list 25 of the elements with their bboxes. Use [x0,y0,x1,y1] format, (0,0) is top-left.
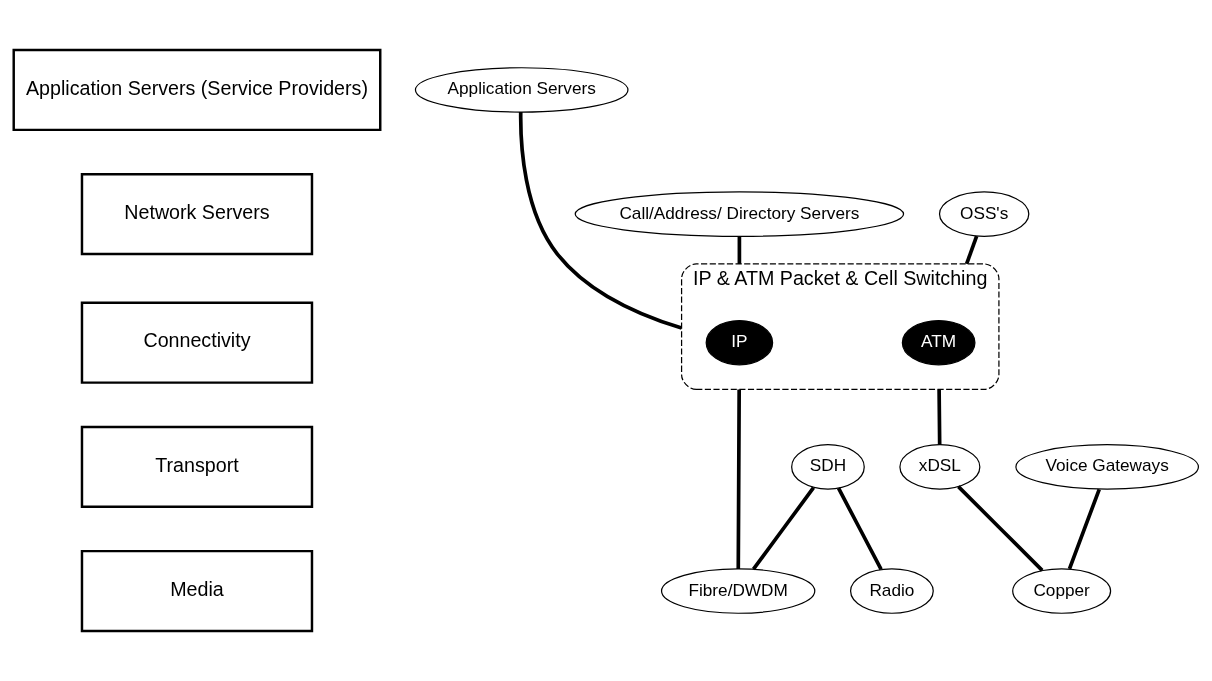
connector [751,486,815,571]
node-ellipse: Copper [1012,568,1112,614]
node-ellipse: Radio [849,568,934,614]
connector [737,236,742,264]
node-ellipse: xDSL [899,444,981,490]
node-box: Media [80,549,314,633]
node-box: Connectivity [80,301,314,384]
node-ellipse: Call/Address/ Directory Servers [574,191,905,237]
connector [964,235,979,265]
connector [937,389,942,445]
connector [1067,488,1101,570]
node-ellipse: IP [705,319,774,366]
node-ellipse: SDH [791,444,865,490]
node-ellipse: Voice Gateways [1015,444,1200,490]
connector [957,485,1044,572]
connector [836,487,883,571]
node-ellipse: OSS's [938,191,1030,237]
node-box: Transport [80,425,314,509]
node-ellipse: ATM [901,319,976,366]
connector [518,112,683,330]
node-box: Application Servers (Service Providers) [12,48,382,132]
node-box: Network Servers [80,172,314,256]
node-ellipse: Fibre/DWDM [660,568,816,614]
node-ellipse: Application Servers [414,67,629,113]
connector [736,389,741,569]
